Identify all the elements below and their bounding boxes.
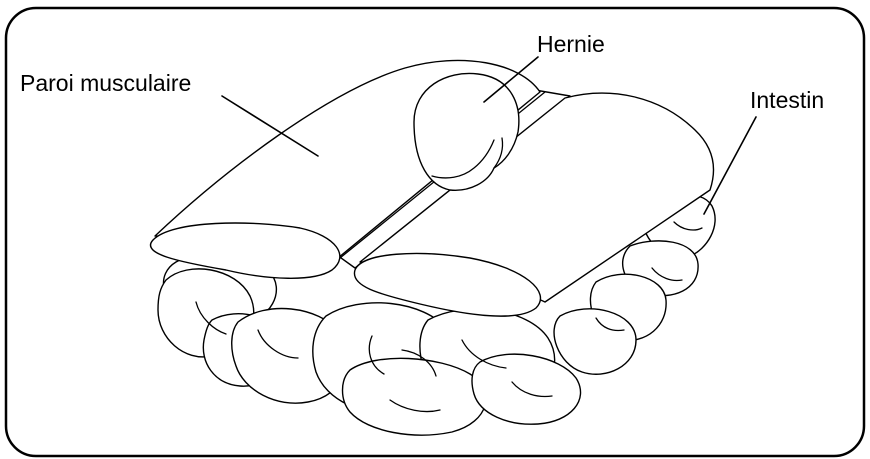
label-intestine: Intestin [750, 87, 824, 113]
label-muscle-wall: Paroi musculaire [20, 70, 191, 96]
label-hernia: Hernie [537, 31, 605, 57]
